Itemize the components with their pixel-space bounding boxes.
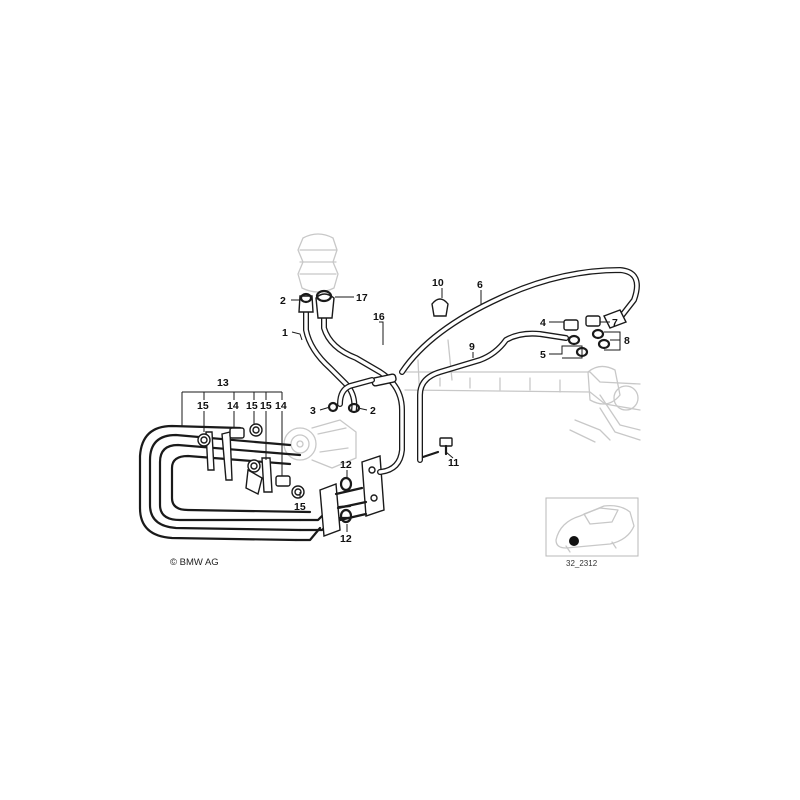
copyright-text: © BMW AG bbox=[170, 557, 219, 568]
callout-15-right: 15 bbox=[260, 400, 272, 412]
callout-11: 11 bbox=[448, 457, 459, 469]
callout-15-mid: 15 bbox=[246, 400, 258, 412]
callout-2-top: 2 bbox=[280, 295, 286, 307]
callout-14-left: 14 bbox=[227, 400, 239, 412]
vehicle-thumbnail bbox=[545, 497, 639, 557]
steering-rack-ghost bbox=[404, 339, 641, 443]
bolt bbox=[418, 437, 453, 460]
callout-15-bottom: 15 bbox=[294, 501, 306, 513]
cooler-brackets bbox=[197, 423, 305, 499]
cooler-return-line bbox=[417, 330, 569, 463]
leader-lines bbox=[181, 288, 621, 532]
callout-10: 10 bbox=[432, 277, 444, 289]
callout-1: 1 bbox=[282, 327, 288, 339]
pump-ghost bbox=[283, 419, 357, 469]
callout-12-top: 12 bbox=[340, 459, 352, 471]
location-marker bbox=[569, 536, 579, 546]
callout-15-left: 15 bbox=[197, 400, 209, 412]
callout-2-bottom: 2 bbox=[370, 405, 376, 417]
callout-9: 9 bbox=[469, 341, 475, 353]
callout-14-right: 14 bbox=[275, 400, 287, 412]
callout-4: 4 bbox=[540, 317, 546, 329]
connection-block bbox=[319, 455, 385, 537]
callout-5: 5 bbox=[540, 349, 546, 361]
diagram-code: 32_2312 bbox=[566, 559, 598, 568]
callout-8: 8 bbox=[624, 335, 630, 347]
banjo-fittings bbox=[563, 309, 627, 358]
reservoir-ghost bbox=[297, 233, 339, 293]
pressure-line bbox=[337, 377, 375, 407]
callout-12-bottom: 12 bbox=[340, 533, 352, 545]
callout-7: 7 bbox=[612, 317, 618, 329]
small-clamps bbox=[299, 289, 361, 414]
expansion-hose bbox=[399, 267, 640, 375]
callout-6: 6 bbox=[477, 279, 483, 291]
callout-13: 13 bbox=[217, 377, 229, 389]
callout-17: 17 bbox=[356, 292, 368, 304]
hose-clamp bbox=[431, 298, 449, 317]
fluid-cooler bbox=[138, 424, 352, 542]
callout-3: 3 bbox=[310, 405, 316, 417]
callout-numbers: 1 2 17 16 10 6 4 5 9 7 8 3 2 11 12 12 13… bbox=[197, 277, 630, 545]
callout-16: 16 bbox=[373, 311, 385, 323]
